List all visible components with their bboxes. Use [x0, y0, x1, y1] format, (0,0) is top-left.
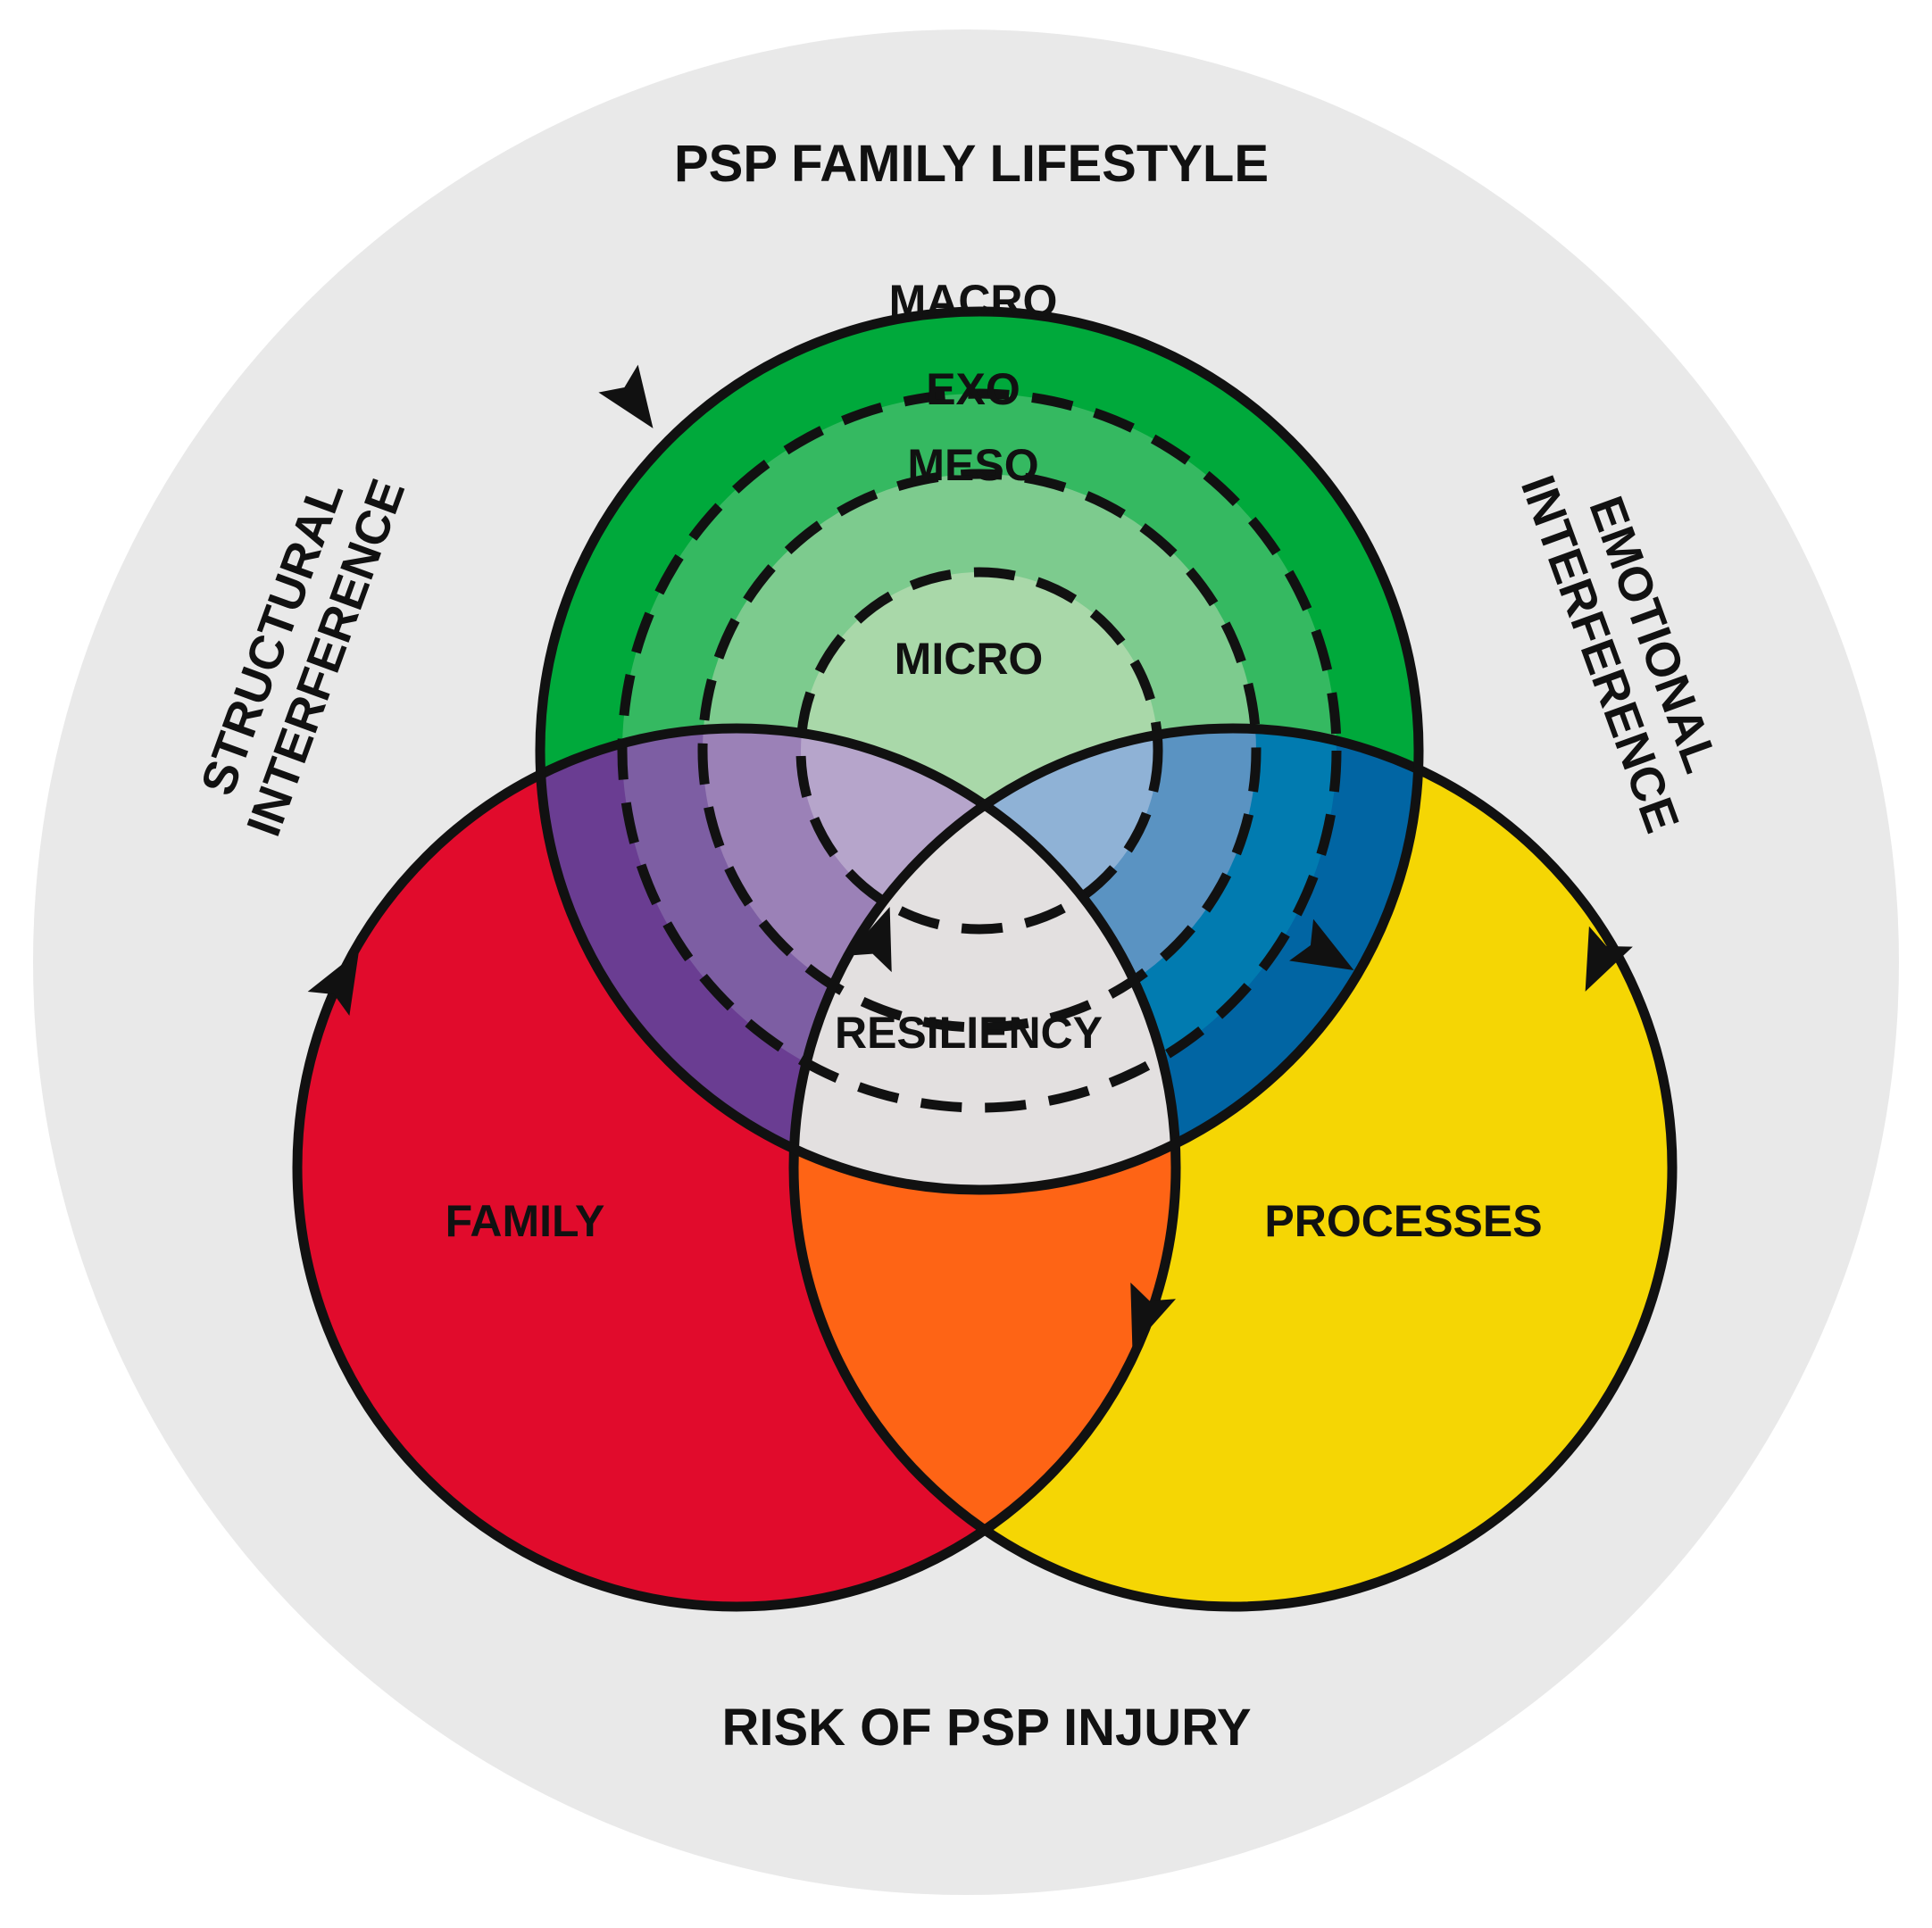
dashed-rings [617, 388, 1342, 1113]
arrow-icon [1585, 926, 1633, 992]
arrow-icon [1130, 1282, 1177, 1348]
title-bottom: RISK OF PSP INJURY [721, 1699, 1251, 1757]
arrow-icon [307, 951, 359, 1016]
circle-outlines [292, 306, 1678, 1612]
layer-exo-label: EXO [926, 364, 1020, 414]
arrow-icon [598, 364, 654, 428]
family-label: FAMILY [446, 1196, 605, 1246]
layer-macro-label: MACRO [889, 276, 1058, 326]
processes-label: PROCESSES [1264, 1196, 1542, 1246]
resiliency-region [794, 728, 1176, 1190]
title-top: PSP FAMILY LIFESTYLE [674, 135, 1269, 193]
arrow-icon [1289, 918, 1354, 970]
layer-meso-label: MESO [907, 440, 1038, 490]
flow-arrows [307, 364, 1633, 1348]
resiliency-label: RESILIENCY [835, 1008, 1103, 1058]
arrow-icon [845, 907, 892, 973]
layer-micro-label: MICRO [895, 634, 1044, 684]
